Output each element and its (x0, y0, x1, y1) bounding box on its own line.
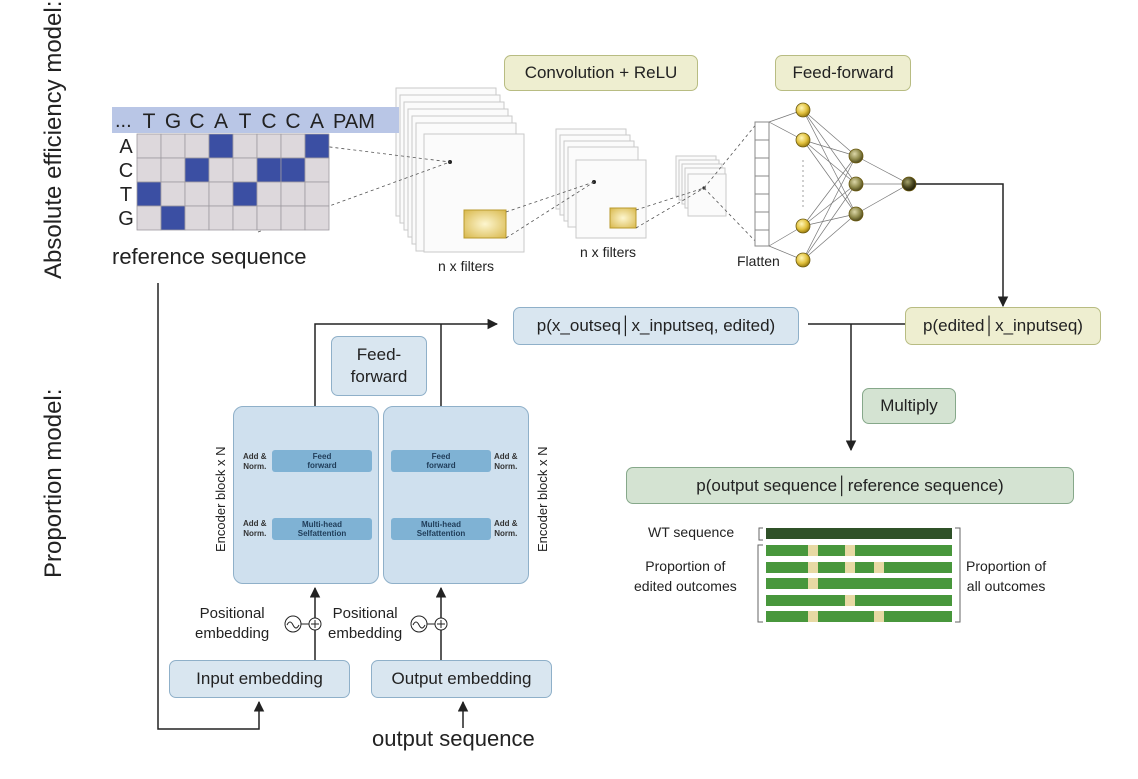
absolute-model-title: Absolute efficiency model: (40, 0, 67, 279)
filter-stack-medium (555, 128, 647, 239)
positional-embedding-left: Positional embedding (195, 605, 270, 642)
filter-stack-large (395, 87, 525, 253)
filters-label-2: n x filters (580, 244, 637, 260)
pam-label: PAM (333, 111, 375, 133)
multiply-box: Multiply (862, 388, 956, 424)
dense-nodes (795, 102, 917, 268)
add-norm-right-bottom: Add & Norm. (494, 519, 518, 538)
feed-forward-inner-right: Feed forward (391, 450, 491, 472)
sequence-base: G (165, 110, 181, 133)
add-norm-right-top: Add & Norm. (494, 452, 518, 471)
flatten-column (754, 121, 770, 247)
matrix-cell (256, 157, 282, 183)
matrix-cell (232, 157, 258, 183)
p-outseq-box: p(x_outseq│x_inputseq, edited) (513, 307, 799, 345)
feed-forward-box-transformer: Feed- forward (331, 336, 427, 396)
output-sequence-caption: output sequence (372, 726, 535, 751)
sequence-base: A (310, 110, 324, 133)
multi-head-inner-right: Multi-head Selfattention (391, 518, 491, 540)
matrix-cell (184, 205, 210, 231)
matrix-cell (232, 133, 258, 159)
row-label: C (119, 160, 133, 182)
matrix-cell (136, 205, 162, 231)
wt-sequence-label: WT sequence (648, 524, 735, 540)
matrix-cell (280, 133, 306, 159)
matrix-cell (208, 157, 234, 183)
sequence-prefix: ... (115, 110, 132, 132)
positional-symbols (284, 615, 448, 633)
matrix-cell (136, 157, 162, 183)
matrix-cell (232, 181, 258, 207)
filters-label-1: n x filters (438, 258, 495, 274)
convolution-relu-box: Convolution + ReLU (504, 55, 698, 91)
sequence-base: C (261, 110, 276, 133)
matrix-cell (280, 181, 306, 207)
row-label: A (119, 136, 133, 158)
encoder-block-right (383, 406, 529, 584)
matrix-cell (160, 133, 186, 159)
matrix-cell (256, 205, 282, 231)
sequence-base: A (214, 110, 228, 133)
matrix-cell (256, 133, 282, 159)
matrix-cell (184, 133, 210, 159)
sequence-base: C (285, 110, 300, 133)
matrix-cell (280, 157, 306, 183)
multi-head-inner-left: Multi-head Selfattention (272, 518, 372, 540)
encoder-label-left: Encoder block x N (213, 446, 228, 553)
row-label: T (120, 184, 132, 206)
row-label: G (118, 208, 134, 230)
matrix-cell (280, 205, 306, 231)
add-norm-left-top: Add & Norm. (243, 452, 267, 471)
output-embedding-box: Output embedding (371, 660, 552, 698)
matrix-cell (160, 181, 186, 207)
matrix-cell (208, 133, 234, 159)
matrix-cell (160, 157, 186, 183)
p-edited-box: p(edited│x_inputseq) (905, 307, 1101, 345)
matrix-cell (184, 157, 210, 183)
matrix-cell (304, 157, 330, 183)
outcome-bars (766, 528, 952, 622)
reference-sequence-caption: reference sequence (112, 244, 307, 269)
feed-forward-box-top: Feed-forward (775, 55, 911, 91)
all-outcomes-label: Proportion of all outcomes (966, 558, 1047, 594)
sequence-header (112, 107, 399, 133)
feed-forward-inner-left: Feed forward (272, 450, 372, 472)
encoder-label-right: Encoder block x N (535, 446, 550, 553)
add-norm-left-bottom: Add & Norm. (243, 519, 267, 538)
proportion-model-title: Proportion model: (40, 388, 67, 578)
matrix-cell (304, 205, 330, 231)
sequence-base: C (189, 110, 204, 133)
positional-embedding-right: Positional embedding (328, 605, 403, 642)
sequence-base: T (143, 110, 156, 133)
matrix-cell (160, 205, 186, 231)
flatten-label: Flatten (737, 253, 780, 269)
input-embedding-box: Input embedding (169, 660, 350, 698)
matrix-cell (256, 181, 282, 207)
edited-outcomes-label: Proportion of edited outcomes (634, 558, 737, 594)
encoder-block-left (233, 406, 379, 584)
matrix-cell (304, 133, 330, 159)
matrix-cell (232, 205, 258, 231)
matrix-cell (184, 181, 210, 207)
matrix-cell (136, 133, 162, 159)
matrix-cell (136, 181, 162, 207)
matrix-cell (208, 181, 234, 207)
matrix-cell (208, 205, 234, 231)
sequence-base: T (239, 110, 252, 133)
filter-stack-small (675, 155, 727, 217)
matrix-cell (304, 181, 330, 207)
final-probability-box: p(output sequence│reference sequence) (626, 467, 1074, 504)
